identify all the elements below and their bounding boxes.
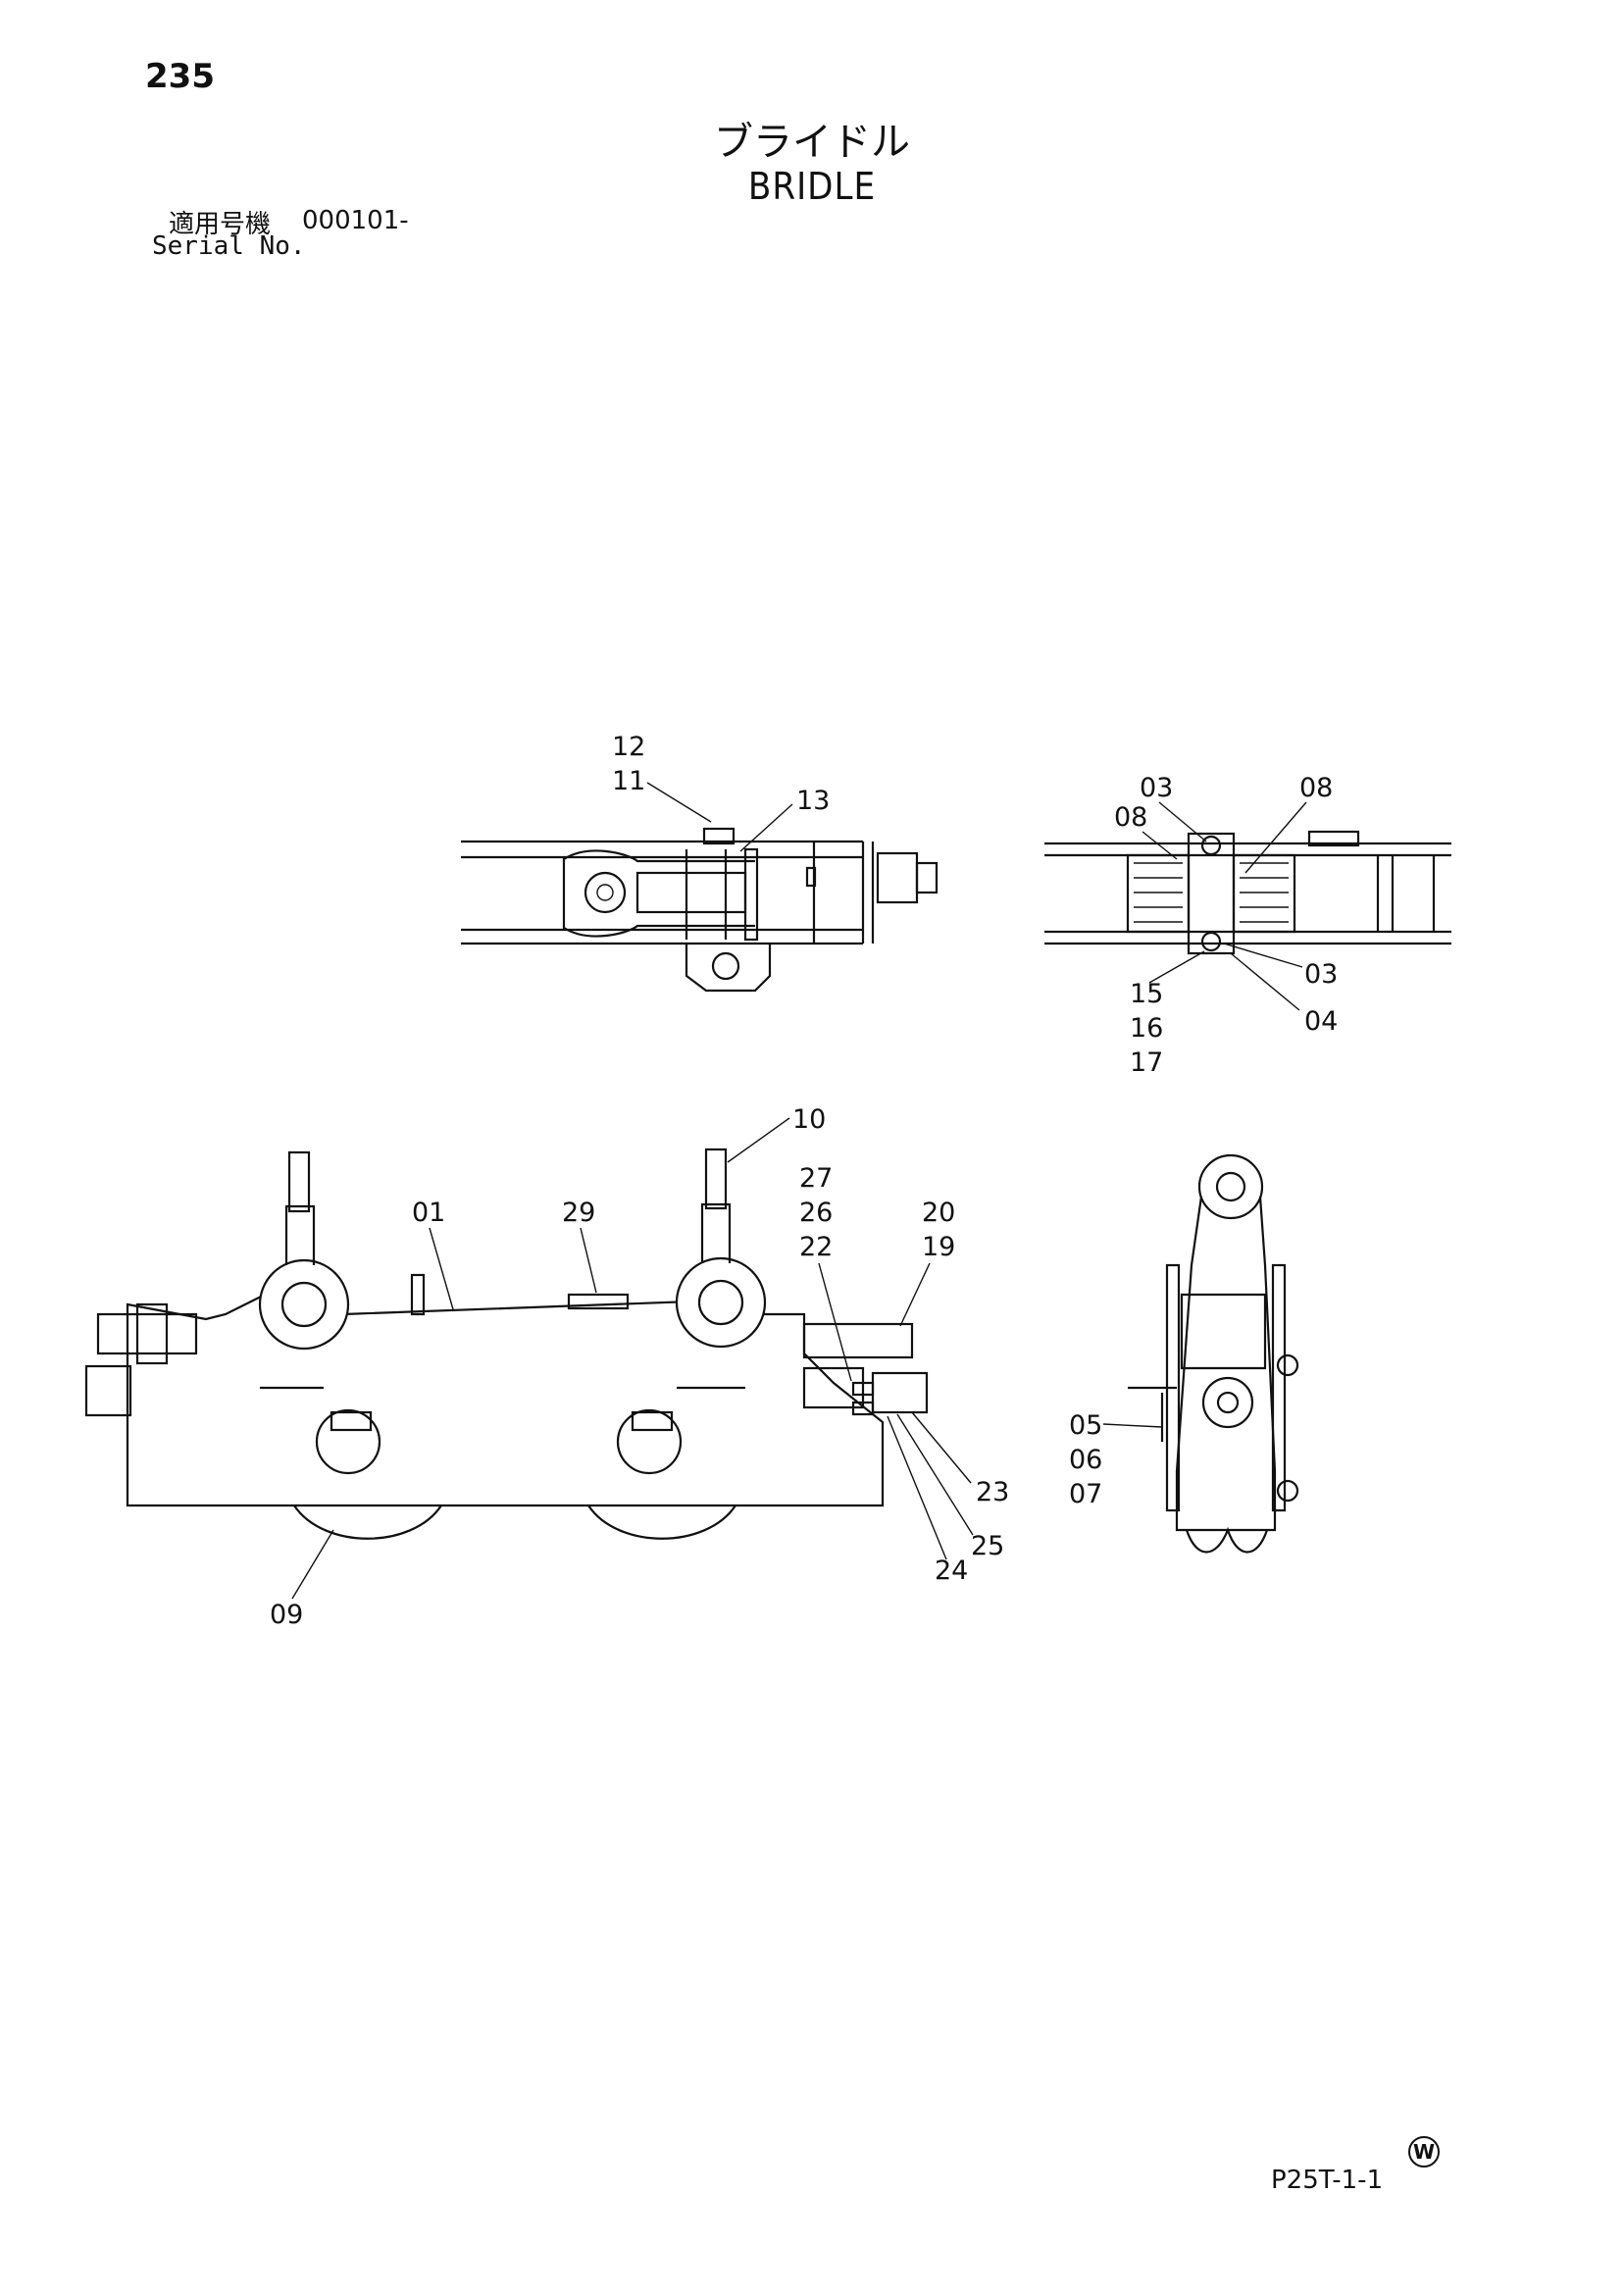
serial-label-japanese: 適用号機 <box>169 210 272 239</box>
callout-26: 26 <box>799 1198 833 1228</box>
sheave-top-view <box>1044 830 1451 955</box>
leader-25 <box>896 1413 974 1536</box>
leader-29 <box>580 1227 597 1294</box>
callout-19: 19 <box>922 1232 955 1262</box>
leader-05 <box>1102 1423 1163 1428</box>
callout-20: 20 <box>922 1198 955 1228</box>
callout-25: 25 <box>971 1531 1004 1561</box>
w-mark-icon: W <box>1408 2136 1440 2168</box>
callout-09: 09 <box>270 1600 303 1630</box>
leader-10 <box>727 1117 790 1163</box>
callout-05: 05 <box>1069 1410 1102 1441</box>
drawing-code: P25T-1-1 <box>1271 2166 1384 2195</box>
page-number: 235 <box>145 57 215 96</box>
callout-29: 29 <box>562 1198 595 1228</box>
serial-label-english: Serial No. <box>152 231 306 261</box>
callout-17: 17 <box>1130 1047 1163 1078</box>
end-view <box>1128 1153 1299 1554</box>
leader-13 <box>739 803 793 852</box>
callout-13: 13 <box>796 786 830 816</box>
leader-19 <box>899 1262 931 1327</box>
callout-24: 24 <box>935 1556 968 1586</box>
serial-number-value: 000101- <box>302 206 409 235</box>
callout-23: 23 <box>976 1477 1009 1507</box>
title-english: BRIDLE <box>747 165 877 208</box>
callout-03-top: 03 <box>1140 773 1173 803</box>
callout-11: 11 <box>612 766 645 796</box>
leader-23 <box>911 1411 972 1484</box>
leader-08-right <box>1244 801 1307 874</box>
callout-06: 06 <box>1069 1445 1102 1475</box>
top-view <box>461 827 939 993</box>
callout-12: 12 <box>612 732 645 762</box>
callout-01: 01 <box>412 1198 445 1228</box>
callout-08-left: 08 <box>1114 802 1147 833</box>
callout-07: 07 <box>1069 1479 1102 1509</box>
leader-24 <box>887 1415 947 1560</box>
callout-15: 15 <box>1130 979 1163 1009</box>
callout-04: 04 <box>1304 1006 1338 1037</box>
leader-11 <box>646 782 712 823</box>
leader-08-left <box>1142 831 1178 860</box>
callout-03-bottom: 03 <box>1304 959 1338 990</box>
leader-01 <box>429 1227 454 1310</box>
leader-03-bottom <box>1223 943 1303 968</box>
side-view <box>84 1148 929 1540</box>
leader-09 <box>291 1529 334 1600</box>
leader-03-top <box>1158 801 1207 842</box>
title-japanese: ブライドル <box>714 120 910 165</box>
leader-22 <box>818 1262 852 1382</box>
callout-10: 10 <box>792 1104 826 1135</box>
leader-15 <box>1148 950 1205 984</box>
callout-16: 16 <box>1130 1013 1163 1044</box>
callout-27: 27 <box>799 1163 833 1194</box>
callout-22: 22 <box>799 1232 833 1262</box>
leader-04 <box>1230 952 1300 1011</box>
callout-08-right: 08 <box>1299 773 1333 803</box>
